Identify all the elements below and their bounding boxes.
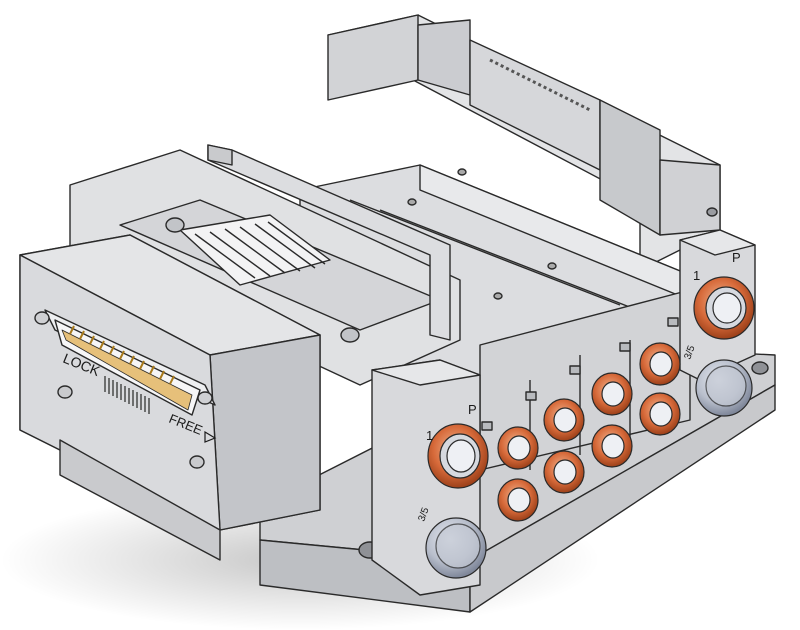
screw-icon <box>57 385 73 399</box>
d-sub-connector-icon <box>34 309 216 416</box>
fitting-a-3 <box>591 424 633 468</box>
label-fin <box>207 144 451 341</box>
screw-icon <box>34 311 50 325</box>
port-1-left-label: 1 <box>426 428 433 443</box>
screw-icon <box>189 455 205 469</box>
fitting-b-2 <box>543 398 585 442</box>
port-marker-b <box>481 421 493 431</box>
fitting-supply-right <box>693 276 755 340</box>
fitting-a-4 <box>639 392 681 436</box>
fitting-a-2 <box>543 450 585 494</box>
screw-icon <box>340 327 360 343</box>
fitting-b-3 <box>591 372 633 416</box>
screw-icon <box>706 207 718 217</box>
barcode-icon <box>104 376 150 414</box>
exhaust-plug-right <box>695 359 753 417</box>
exhaust-plug-left <box>425 517 487 579</box>
fitting-a-1 <box>497 478 539 522</box>
port-35-right-label: 3/5 <box>682 344 697 361</box>
port-1-right-label: 1 <box>693 268 700 283</box>
port-p-right-label: P <box>732 250 741 265</box>
mounting-hole <box>751 361 769 375</box>
fitting-supply-left <box>427 423 489 489</box>
fitting-b-1 <box>497 426 539 470</box>
triangle-arrow-icon <box>204 430 217 443</box>
fittings <box>425 276 755 579</box>
port-p-left-label: P <box>468 402 477 417</box>
screw-icon <box>165 217 185 233</box>
screw-icon <box>197 391 213 405</box>
top-cover <box>69 149 461 386</box>
fitting-b-4 <box>639 342 681 386</box>
port-35-left-label: 3/5 <box>416 506 431 523</box>
rear-end-plate <box>327 14 721 271</box>
